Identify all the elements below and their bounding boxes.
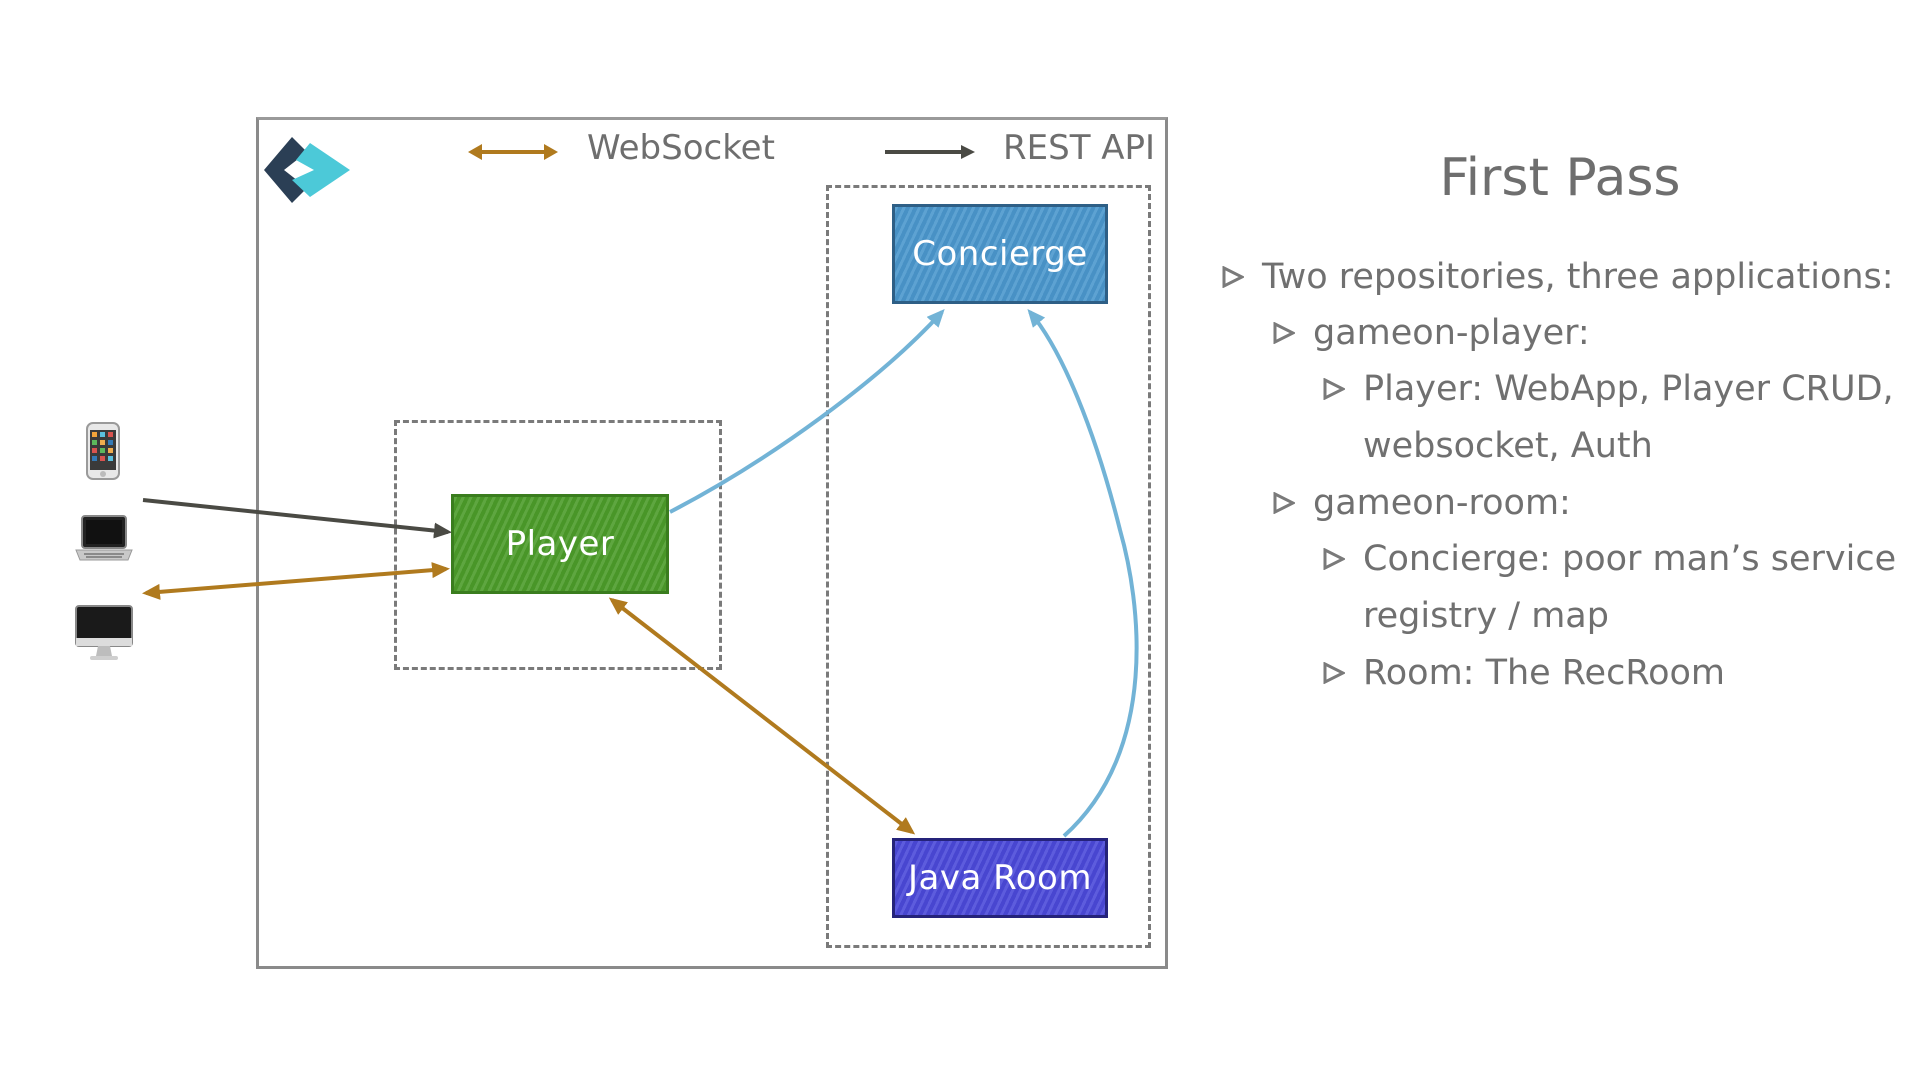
phone-icon [86,422,120,480]
diagram-frame [256,117,1168,969]
logo-icon [264,137,350,203]
bullet-icon [1323,548,1345,570]
bullet-item: Concierge: poor man’s service [1363,539,1897,579]
desktop-icon [75,605,133,660]
java-room-label: Java Room [908,858,1092,898]
java-room-node: Java Room [892,838,1108,918]
bullet-item: gameon-player: [1313,313,1590,353]
concierge-node: Concierge [892,204,1108,304]
bullet-item: Two repositories, three applications: [1262,257,1894,297]
rest-client-to-player [142,498,452,539]
bullet-icon [1273,492,1295,514]
bullet-icon [1323,378,1345,400]
websocket-player-to-room [608,597,916,835]
legend-rest-arrow [885,145,975,159]
bullet-icon [1222,266,1244,288]
bullet-item: Player: WebApp, Player CRUD, [1363,369,1894,409]
rest-room-to-concierge [1027,308,1139,838]
player-group-box [394,420,722,670]
bullet-item-continued: registry / map [1363,596,1609,636]
concierge-label: Concierge [912,234,1088,274]
bullet-item-continued: websocket, Auth [1363,426,1653,466]
bullet-item: Room: The RecRoom [1363,653,1725,693]
laptop-icon [75,515,133,561]
room-group-box [826,185,1151,948]
legend-websocket-label: WebSocket [587,128,775,168]
bullet-icon [1273,322,1295,344]
rest-player-to-concierge [669,309,945,514]
player-node: Player [451,494,669,594]
slide-title: First Pass [1439,148,1681,208]
legend-rest-label: REST API [1003,128,1156,168]
legend-websocket-arrow [468,144,558,160]
player-label: Player [505,524,615,564]
websocket-player-to-client [142,562,450,600]
bullet-icon [1323,662,1345,684]
connections [142,308,1139,838]
bullet-item: gameon-room: [1313,483,1571,523]
